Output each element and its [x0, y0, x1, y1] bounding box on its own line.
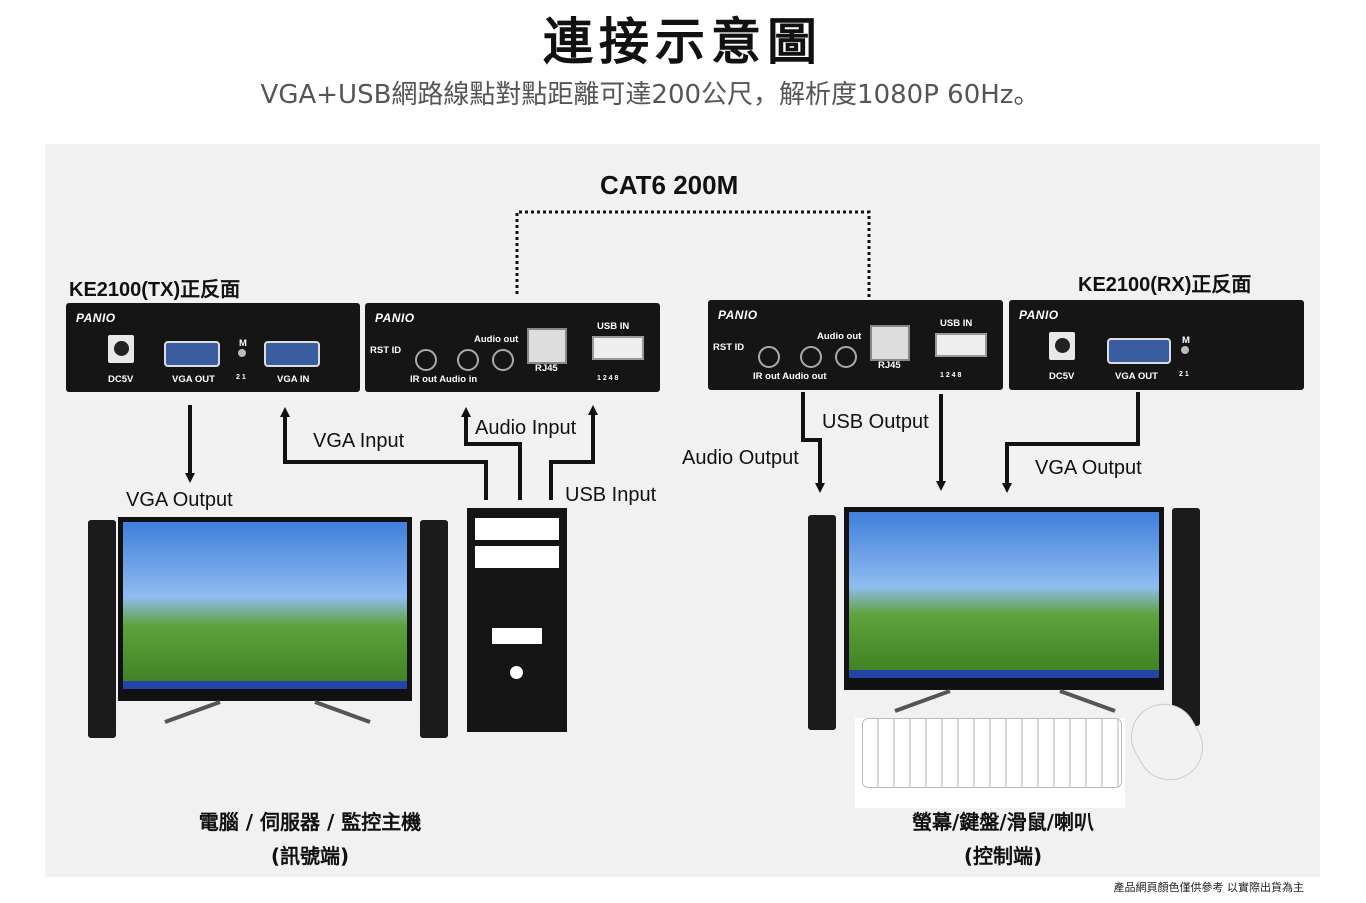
audio-input-arrow: [461, 407, 522, 500]
cat6-cable-line: [515, 210, 871, 300]
page-subtitle: VGA+USB網路線點對點距離可達200公尺，解析度1080P 60Hz。: [260, 80, 1040, 110]
ir-out-jack-icon: [415, 349, 437, 371]
usb-port-icon: [592, 336, 644, 360]
vga-out-port-icon: [164, 341, 220, 367]
rx-front-panel: PANIO DC5V VGA OUT M 2 1: [1009, 300, 1304, 390]
control-caption-line2: (控制端): [963, 844, 1043, 868]
brand-logo: PANIO: [76, 311, 116, 325]
audio-out-jack-icon: [492, 349, 514, 371]
source-monitor-stand-icon: [164, 700, 371, 724]
vga-input-arrow: [280, 407, 488, 500]
audio-output-arrow: [801, 392, 825, 493]
rx-title: KE2100(RX)正反面: [1078, 274, 1252, 296]
right-speaker-icon: [420, 520, 448, 738]
usb-in-label: USB IN: [597, 321, 630, 332]
vga-out-label: VGA OUT: [1115, 371, 1158, 382]
rj45-port-icon: [527, 328, 567, 364]
source-caption-line2: (訊號端): [270, 844, 350, 868]
tx-vga-output-label: VGA Output: [126, 489, 233, 511]
brand-logo: PANIO: [1019, 308, 1059, 322]
rj45-label: RJ45: [878, 360, 901, 371]
rst-id-label: RST ID: [370, 345, 402, 356]
left-speaker-icon: [808, 515, 836, 730]
audio-out-label: Audio out: [817, 331, 862, 342]
right-speaker-icon: [1172, 508, 1200, 726]
rj45-label: RJ45: [535, 363, 558, 374]
dc-label: DC5V: [1049, 371, 1075, 382]
dip-label: 2 1: [236, 374, 246, 381]
brand-logo: PANIO: [718, 308, 758, 322]
mode-label: M: [1182, 335, 1190, 346]
dc-jack-icon: [108, 335, 134, 363]
ir-out-jack-icon: [758, 346, 780, 368]
mode-button-icon: [1181, 346, 1189, 354]
vga-in-label: VGA IN: [277, 374, 310, 385]
ir-audio-label: IR out Audio out: [753, 371, 827, 382]
rst-id-label: RST ID: [713, 342, 745, 353]
mode-button-icon: [238, 349, 246, 357]
control-caption-line1: 螢幕/鍵盤/滑鼠/喇叭: [912, 810, 1094, 834]
dip-numbers: 1 2 4 8: [940, 372, 962, 379]
tx-title: KE2100(TX)正反面: [69, 279, 241, 301]
display-monitor-icon: [844, 507, 1164, 690]
usb-port-icon: [935, 333, 987, 357]
usb-in-label: USB IN: [940, 318, 973, 329]
left-speaker-icon: [88, 520, 116, 738]
ir-audio-label: IR out Audio in: [410, 374, 478, 385]
rx-vga-output-arrow: [1002, 392, 1140, 493]
audio-input-label: Audio Input: [475, 417, 577, 439]
tx-front-panel: PANIO DC5V VGA OUT M 2 1 VGA IN: [66, 303, 360, 392]
audio-jack-icon: [835, 346, 857, 368]
dc-jack-icon: [1049, 332, 1075, 360]
vga-out-port-icon: [1107, 338, 1171, 364]
source-monitor-icon: [118, 517, 412, 701]
cable-label: CAT6 200M: [600, 170, 739, 200]
display-monitor-stand-icon: [894, 689, 1116, 713]
disclaimer: 產品網頁顏色僅供參考 以實際出貨為主: [1113, 881, 1305, 894]
mode-label: M: [239, 338, 247, 349]
dc-label: DC5V: [108, 374, 134, 385]
keyboard-icon: [862, 718, 1122, 788]
dip-numbers: 1 2 4 8: [597, 375, 619, 382]
vga-input-label: VGA Input: [313, 430, 405, 452]
rj45-port-icon: [870, 325, 910, 361]
rx-vga-output-label: VGA Output: [1035, 457, 1142, 479]
source-caption-line1: 電腦 / 伺服器 / 監控主機: [198, 810, 422, 834]
audio-out-jack-icon: [800, 346, 822, 368]
usb-input-arrow: [549, 405, 598, 500]
audio-out-label: Audio out: [474, 334, 519, 345]
usb-input-label: USB Input: [565, 484, 657, 506]
vga-in-port-icon: [264, 341, 320, 367]
vga-out-label: VGA OUT: [172, 374, 215, 385]
pc-tower-icon: [467, 508, 567, 732]
brand-logo: PANIO: [375, 311, 415, 325]
audio-in-jack-icon: [457, 349, 479, 371]
rx-back-panel: PANIO RST ID Audio out IR out Audio out …: [708, 300, 1003, 390]
page-title: 連接示意圖: [543, 13, 823, 71]
tx-back-panel: PANIO RST ID Audio out IR out Audio in R…: [365, 303, 660, 392]
usb-output-label: USB Output: [822, 411, 929, 433]
audio-output-label: Audio Output: [682, 447, 799, 469]
dip-label: 2 1: [1179, 371, 1189, 378]
